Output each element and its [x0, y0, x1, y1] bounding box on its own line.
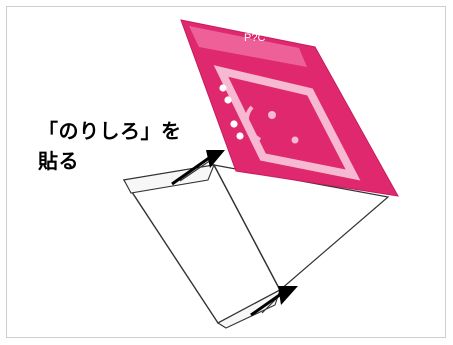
phone-icon-handset	[244, 105, 262, 142]
instruction-line-1: 「のりしろ」を	[38, 119, 182, 143]
phone-icon-dot-2	[291, 136, 299, 144]
arrow-bottom-icon	[278, 286, 298, 305]
glue-arrows	[171, 150, 298, 317]
card-top-band	[189, 26, 307, 67]
connector-line-top	[179, 159, 212, 182]
arrow-shaft-top	[171, 156, 210, 186]
card-hole-1	[219, 84, 227, 92]
instruction-line-2: 貼る	[38, 149, 79, 173]
glue-flap-bottom	[216, 288, 281, 329]
card-hole-3	[230, 120, 238, 128]
card-tab-label: P?C	[244, 32, 265, 44]
pink-card: P?C	[180, 19, 399, 197]
card-hole-2	[224, 96, 232, 104]
phone-icon-dot	[268, 111, 276, 119]
white-sleeve	[122, 164, 390, 329]
arrow-shaft-bottom	[250, 292, 282, 317]
card-hole-4	[236, 132, 244, 140]
arrow-top-icon	[206, 150, 225, 168]
instruction-caption: 「のりしろ」を 貼る	[38, 116, 208, 176]
sleeve-fold-line	[213, 164, 281, 291]
